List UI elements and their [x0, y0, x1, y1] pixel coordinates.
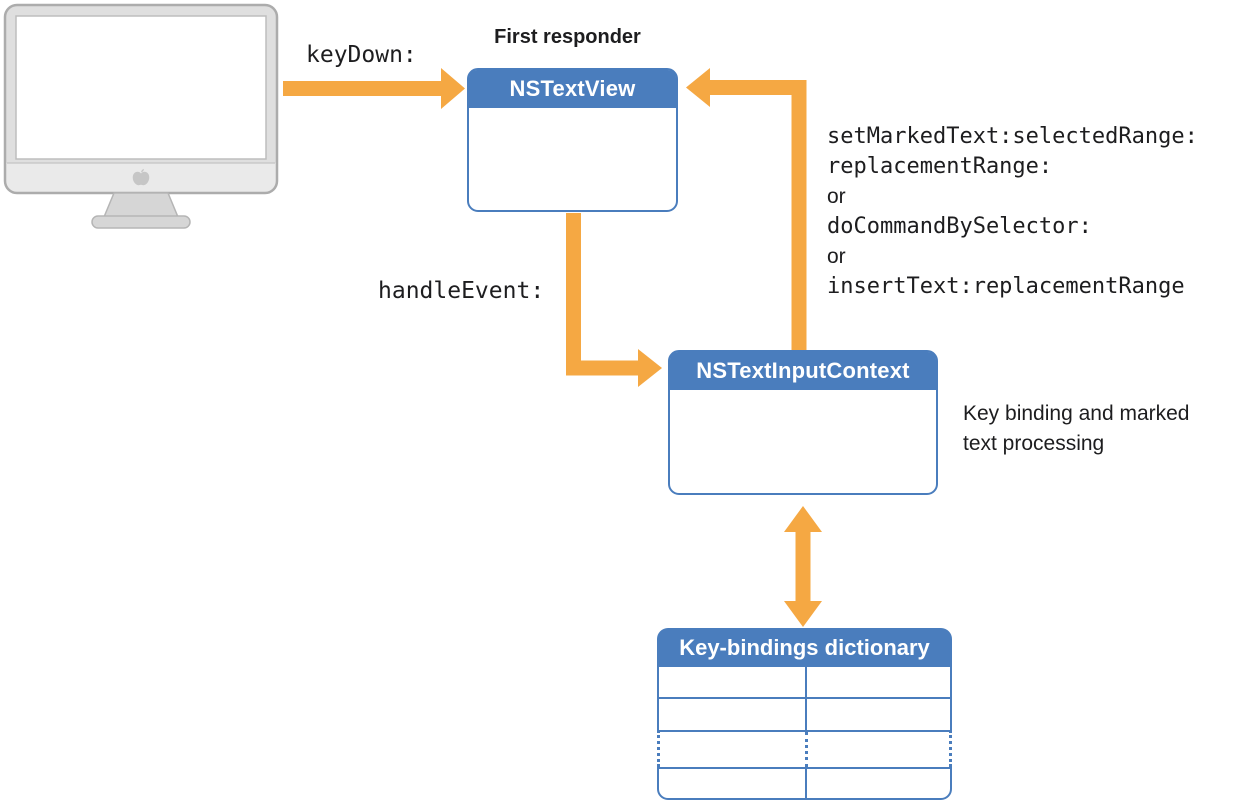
monitor-stand-neck — [102, 192, 180, 221]
nstextinputcontext-box: NSTextInputContext — [668, 350, 938, 495]
return-method-or: or — [827, 185, 846, 208]
monitor-screen — [15, 15, 267, 160]
mac-display-illustration — [3, 3, 279, 229]
monitor-bezel-border — [3, 3, 279, 195]
return-method-line: setMarkedText:selectedRange: — [827, 124, 1198, 149]
return-methods-label: setMarkedText:selectedRange: replacement… — [827, 122, 1198, 302]
return-method-line: replacementRange: — [827, 154, 1053, 179]
column-divider — [804, 667, 807, 697]
first-responder-label: First responder — [494, 26, 641, 48]
keydown-arrow — [283, 68, 465, 109]
return-method-line: doCommandBySelector: — [827, 214, 1092, 239]
handleevent-label: handleEvent: — [378, 278, 545, 304]
context-note-line2: text processing — [963, 432, 1105, 455]
return-method-line: insertText:replacementRange — [827, 274, 1185, 299]
monitor-chin — [6, 163, 276, 192]
column-divider — [804, 769, 807, 798]
monitor-stand-base — [91, 215, 191, 229]
column-divider — [804, 732, 808, 767]
handleevent-arrow — [566, 213, 662, 387]
dictionary-row — [657, 697, 952, 730]
context-note: Key binding and marked text processing — [963, 399, 1189, 459]
keydown-label: keyDown: — [306, 42, 417, 68]
return-method-or: or — [827, 245, 846, 268]
context-note-line1: Key binding and marked — [963, 402, 1190, 425]
return-arrow — [686, 68, 807, 351]
nstextinputcontext-title: NSTextInputContext — [670, 352, 936, 390]
keybindings-dictionary: Key-bindings dictionary — [657, 628, 952, 800]
dictionary-double-arrow — [784, 506, 822, 627]
monitor-frame — [5, 5, 277, 193]
apple-logo-icon — [132, 168, 150, 186]
dictionary-continuation-row — [657, 730, 952, 767]
nstextview-box: NSTextView — [467, 68, 678, 212]
dictionary-row — [657, 767, 952, 800]
nstextview-title: NSTextView — [469, 70, 676, 108]
keybindings-dictionary-title: Key-bindings dictionary — [657, 628, 952, 667]
dictionary-row — [657, 667, 952, 697]
column-divider — [804, 699, 807, 730]
